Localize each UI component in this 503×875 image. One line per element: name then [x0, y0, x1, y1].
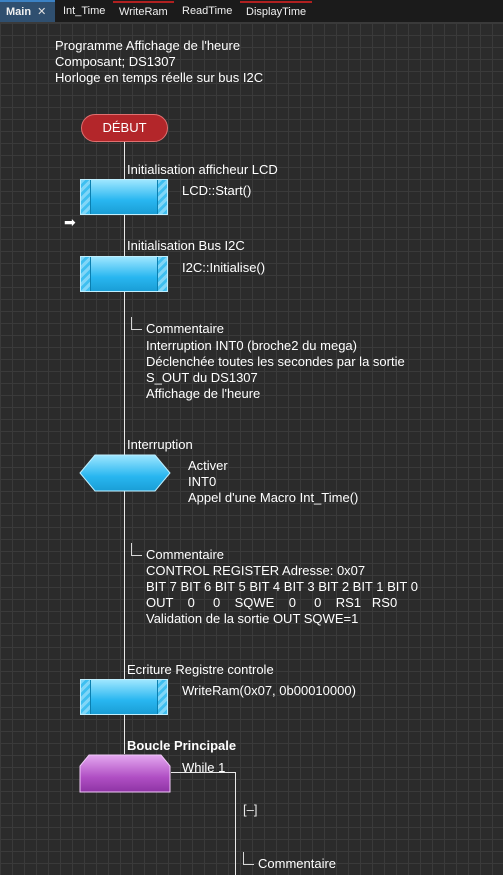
tab-main-label: Main: [6, 6, 32, 18]
header-comment-line-2: Composant; DS1307: [55, 54, 176, 69]
tab-int-time[interactable]: Int_Time: [57, 2, 111, 21]
i2c-init-title: Initialisation Bus I2C: [127, 238, 245, 253]
comment-bracket-icon: [243, 852, 254, 865]
tab-int-time-label: Int_Time: [63, 5, 106, 17]
tab-readtime-label: ReadTime: [182, 5, 233, 17]
call-box-stripe: [157, 680, 167, 714]
loop-body-line: [235, 772, 236, 875]
tab-readtime[interactable]: ReadTime: [176, 2, 238, 21]
collapse-toggle[interactable]: [–]: [243, 802, 258, 817]
interrupt-title: Interruption: [127, 437, 193, 452]
writeram-code: WriteRam(0x07, 0b00010000): [182, 683, 356, 698]
lcd-init-title: Initialisation afficheur LCD: [127, 162, 278, 177]
header-comment-line-3: Horloge en temps réelle sur bus I2C: [55, 70, 264, 85]
close-icon[interactable]: ✕: [37, 6, 47, 18]
write-register-title: Ecriture Registre controle: [127, 662, 274, 677]
tab-displaytime[interactable]: DisplayTime: [240, 1, 313, 20]
tab-writeram-label: WriteRam: [119, 6, 168, 18]
loop-title: Boucle Principale: [127, 738, 237, 753]
comment-1-line-3: S_OUT du DS1307: [146, 370, 258, 385]
cursor-arrow-icon: ➡: [64, 214, 76, 230]
lcd-start-call-box[interactable]: [80, 179, 168, 215]
tab-main[interactable]: Main ✕: [0, 0, 55, 22]
call-box-stripe: [81, 257, 91, 291]
comment-1-line-2: Déclenchée toutes les secondes par la so…: [146, 354, 405, 369]
comment-1-line-4: Affichage de l'heure: [146, 386, 261, 401]
interrupt-line-3: Appel d'une Macro Int_Time(): [188, 490, 359, 505]
loop-block[interactable]: [79, 754, 171, 794]
interrupt-line-2: INT0: [188, 474, 217, 489]
call-box-stripe: [157, 257, 167, 291]
comment-2-line-1: CONTROL REGISTER Adresse: 0x07: [146, 563, 366, 578]
writeram-call-box[interactable]: [80, 679, 168, 715]
start-terminal[interactable]: DÉBUT: [81, 114, 168, 142]
call-box-stripe: [157, 180, 167, 214]
tab-displaytime-label: DisplayTime: [246, 6, 307, 18]
header-comment-line-1: Programme Affichage de l'heure: [55, 38, 241, 53]
flow-line: [124, 142, 125, 754]
comment-2-line-2: BIT 7 BIT 6 BIT 5 BIT 4 BIT 3 BIT 2 BIT …: [146, 579, 418, 594]
comment-2-line-3: OUT 0 0 SQWE 0 0 RS1 RS0: [146, 595, 398, 610]
comment-bracket-icon: [131, 317, 142, 330]
loop-condition: While 1: [182, 760, 226, 775]
lcd-start-code: LCD::Start(): [182, 183, 252, 198]
interrupt-hexagon[interactable]: [79, 454, 171, 492]
comment-2-line-4: Validation de la sortie OUT SQWE=1: [146, 611, 359, 626]
i2c-initialise-call-box[interactable]: [80, 256, 168, 292]
tab-writeram[interactable]: WriteRam: [113, 1, 174, 20]
comment-3-label[interactable]: Commentaire: [258, 856, 337, 871]
comment-1-label[interactable]: Commentaire: [146, 321, 225, 336]
loop-connector: [171, 772, 235, 773]
interrupt-line-1: Activer: [188, 458, 228, 473]
call-box-stripe: [81, 680, 91, 714]
call-box-stripe: [81, 180, 91, 214]
comment-1-line-1: Interruption INT0 (broche2 du mega): [146, 338, 357, 353]
tab-bar: Main ✕ Int_Time WriteRam ReadTime Display…: [0, 0, 503, 23]
i2c-initialise-code: I2C::Initialise(): [182, 260, 266, 275]
flowchart-canvas[interactable]: [0, 23, 503, 875]
comment-bracket-icon: [131, 543, 142, 556]
comment-2-label[interactable]: Commentaire: [146, 547, 225, 562]
